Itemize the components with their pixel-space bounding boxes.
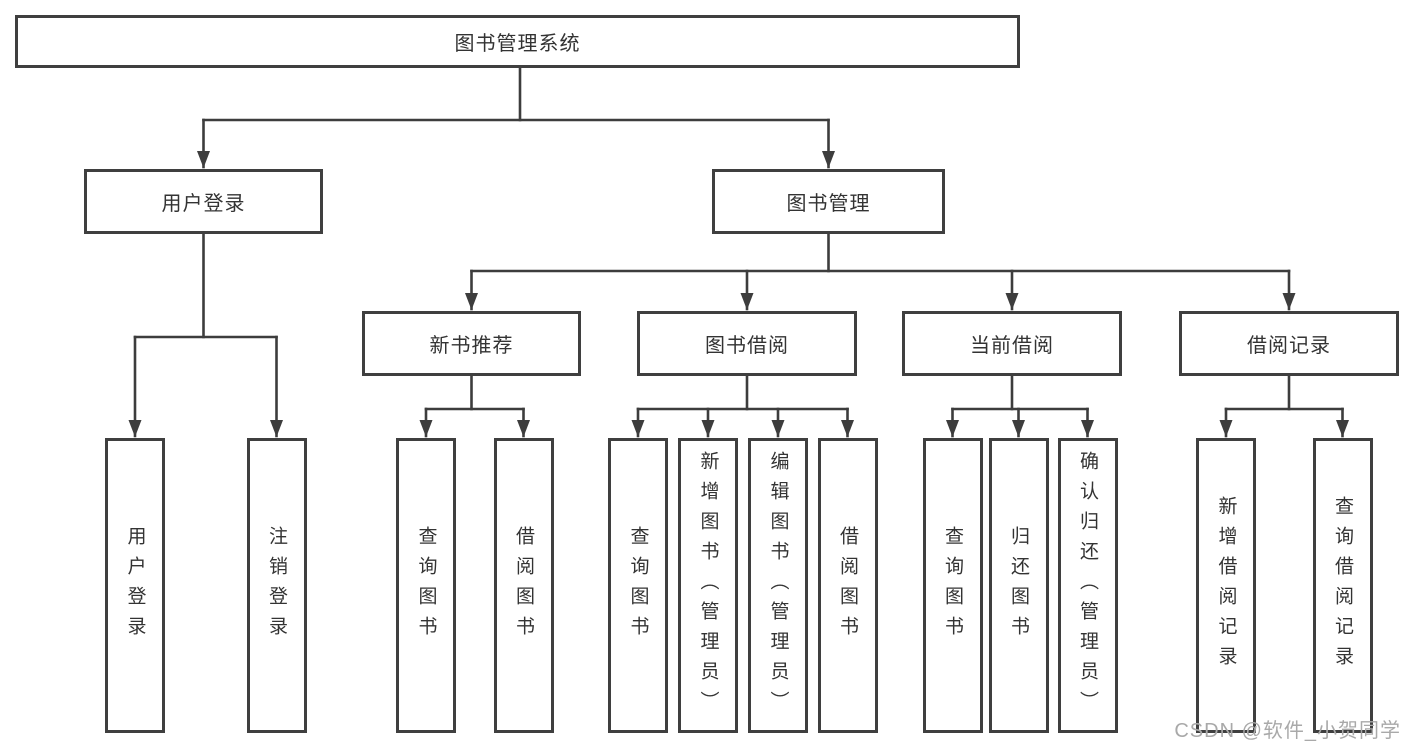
leaf-label: 新增图书（管理员） bbox=[697, 450, 719, 721]
node-borrow-records: 借阅记录 bbox=[1179, 311, 1399, 376]
node-book-management: 图书管理 bbox=[712, 169, 945, 234]
leaf-label: 借阅图书 bbox=[837, 525, 858, 646]
node-user-login: 用户登录 bbox=[84, 169, 323, 234]
leaf-bb-add-books-admin: 新增图书（管理员） bbox=[678, 438, 738, 733]
leaf-label: 归还图书 bbox=[1008, 525, 1029, 646]
leaf-label: 借阅图书 bbox=[513, 525, 534, 646]
leaf-cb-return-books: 归还图书 bbox=[988, 438, 1049, 733]
leaf-label: 注销登录 bbox=[266, 525, 287, 646]
leaf-label: 查询图书 bbox=[415, 525, 437, 646]
leaf-nbr-borrow-books: 借阅图书 bbox=[493, 438, 554, 733]
leaf-cb-confirm-return-admin: 确认归还（管理员） bbox=[1057, 438, 1118, 733]
leaf-label: 编辑图书（管理员） bbox=[767, 450, 789, 721]
leaf-label: 查询借阅记录 bbox=[1332, 495, 1353, 676]
leaf-logout-login: 注销登录 bbox=[246, 438, 307, 733]
node-new-book-recommend: 新书推荐 bbox=[362, 311, 581, 376]
leaf-bb-borrow-books: 借阅图书 bbox=[817, 438, 878, 733]
leaf-label: 查询图书 bbox=[627, 525, 649, 646]
watermark: CSDN @软件_小贺同学 bbox=[1174, 720, 1401, 742]
leaf-br-query-borrow-record: 查询借阅记录 bbox=[1312, 438, 1373, 733]
leaf-cb-query-books: 查询图书 bbox=[922, 438, 983, 733]
leaf-label: 用户登录 bbox=[124, 525, 146, 646]
leaf-label: 查询图书 bbox=[942, 525, 963, 646]
leaf-label: 新增借阅记录 bbox=[1215, 495, 1237, 676]
node-book-borrow: 图书借阅 bbox=[637, 311, 857, 376]
leaf-bb-query-books: 查询图书 bbox=[608, 438, 668, 733]
node-library-system: 图书管理系统 bbox=[15, 15, 1020, 68]
leaf-br-add-borrow-record: 新增借阅记录 bbox=[1196, 438, 1256, 733]
leaf-user-login: 用户登录 bbox=[105, 438, 165, 733]
leaf-nbr-query-books: 查询图书 bbox=[396, 438, 456, 733]
node-current-borrow: 当前借阅 bbox=[902, 311, 1122, 376]
leaf-label: 确认归还（管理员） bbox=[1077, 450, 1098, 721]
leaf-bb-edit-books-admin: 编辑图书（管理员） bbox=[748, 438, 808, 733]
